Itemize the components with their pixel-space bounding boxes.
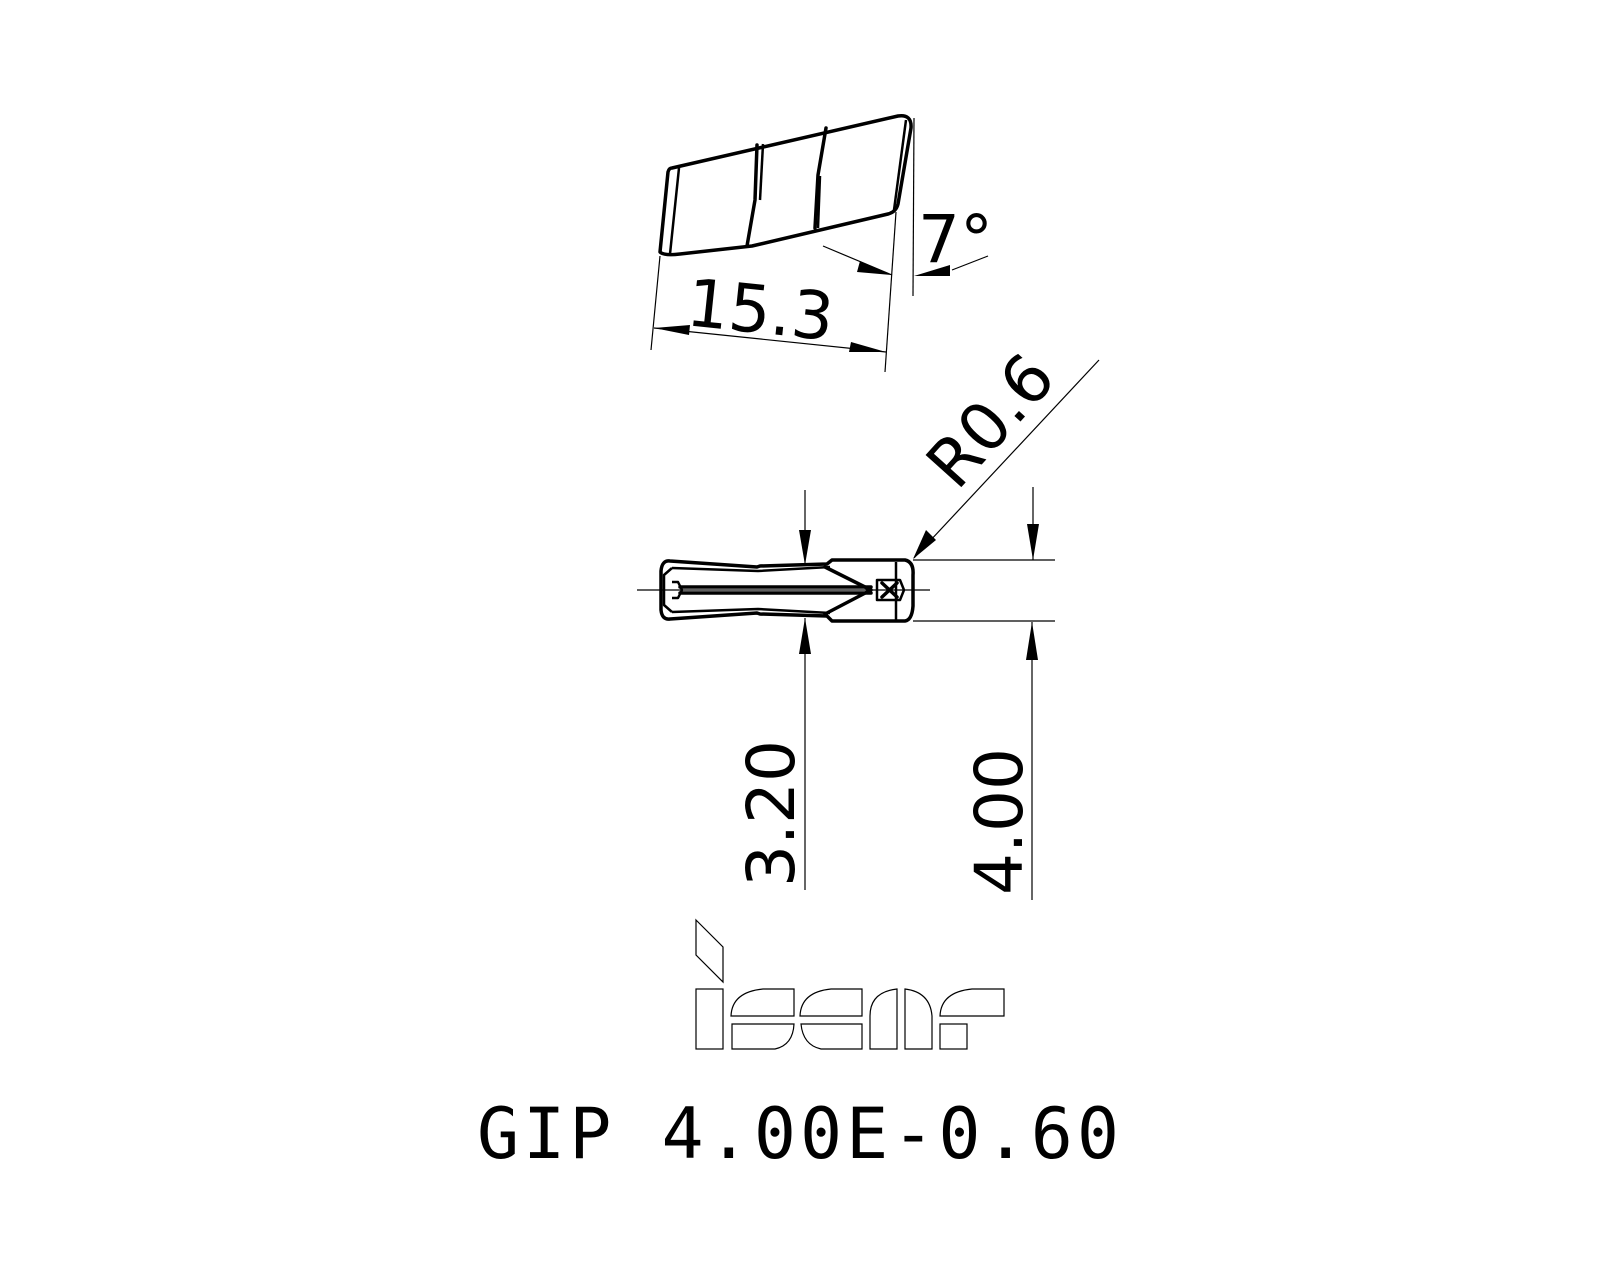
brand-logo (695, 918, 1005, 1050)
inner-width-label: 3.20 (733, 740, 810, 887)
product-code: GIP 4.00E-0.60 (477, 1093, 1123, 1175)
dimension-inner-width: 3.20 (733, 490, 811, 890)
dimension-length: 15.3 (650, 211, 897, 373)
front-view-insert (637, 558, 930, 623)
top-view-insert (658, 114, 913, 257)
angle-label: 7° (918, 201, 993, 278)
dimension-angle: 7° (822, 117, 993, 297)
radius-label: R0.6 (912, 339, 1070, 503)
width-label: 4.00 (961, 748, 1038, 895)
length-label: 15.3 (683, 264, 837, 356)
dimension-radius: R0.6 (912, 339, 1100, 559)
dimension-width: 4.00 (913, 487, 1055, 900)
